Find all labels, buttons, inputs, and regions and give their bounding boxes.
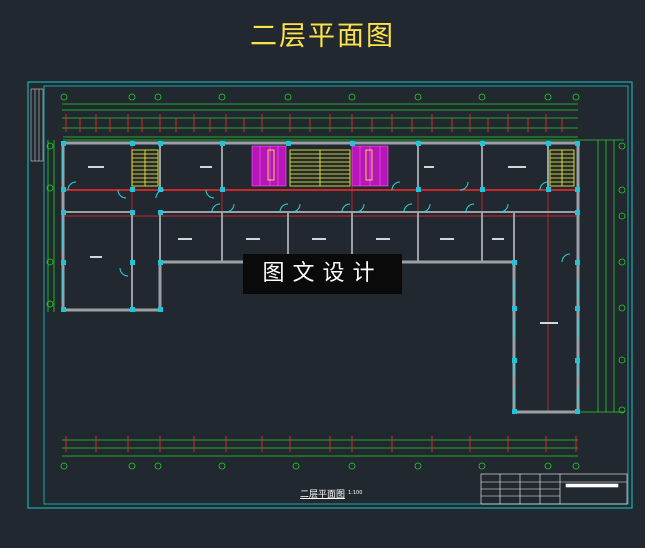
structural-columns [61, 141, 580, 414]
toilet-fixtures [267, 149, 373, 181]
stairs-center [289, 149, 351, 187]
left-axis-bubbles [46, 142, 54, 308]
plan-caption: 二层平面图 [300, 490, 346, 500]
interior-walls [63, 143, 578, 310]
plan-scale: 1:100 [348, 490, 363, 496]
room-label-marks [88, 166, 558, 324]
right-axis-bubbles [618, 142, 626, 414]
toilet-block-east [351, 145, 389, 187]
toilet-block-west [251, 145, 287, 187]
revision-strip [30, 88, 44, 162]
top-dimension-lines [62, 103, 578, 129]
stairs-west [131, 149, 159, 187]
door-swings [67, 181, 571, 277]
stairs-east [549, 149, 575, 187]
sheet-outer-frame [27, 81, 633, 509]
bottom-axis-bubbles [60, 462, 580, 470]
left-dimension-lines [47, 140, 55, 312]
title-block [480, 473, 628, 505]
top-dimension-ticks [65, 114, 563, 132]
page-title: 二层平面图 [250, 21, 395, 52]
bottom-dimension-lines [62, 439, 578, 457]
sheet-inner-frame [43, 85, 629, 505]
right-dimension-lines [578, 139, 624, 413]
bottom-dimension-ticks [65, 436, 577, 452]
top-axis-bubbles [60, 93, 580, 101]
top-facade-hatch [63, 136, 578, 141]
watermark: 图文设计 [243, 254, 402, 294]
